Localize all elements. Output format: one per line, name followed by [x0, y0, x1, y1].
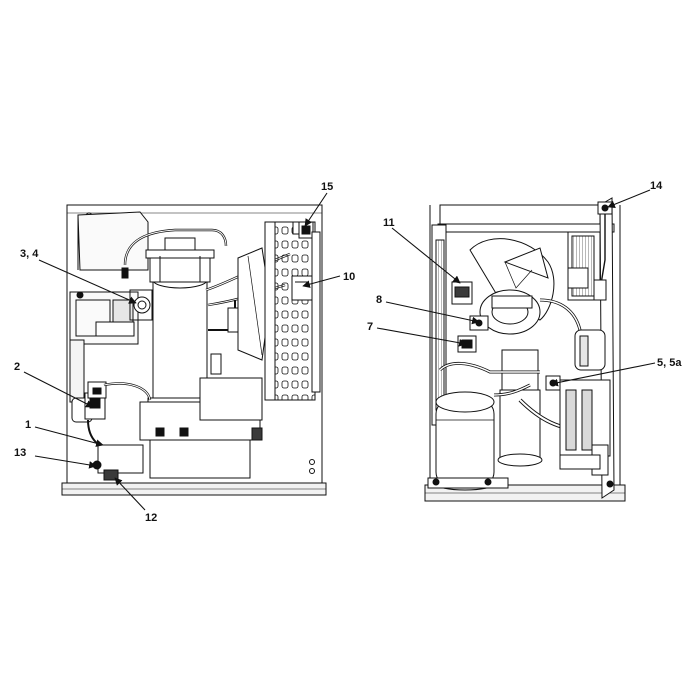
callout-11: 11: [383, 217, 395, 229]
callout-14: 14: [650, 180, 663, 192]
callout-7: 7: [367, 321, 373, 333]
leader-1: [34, 426, 104, 447]
callout-12: 12: [145, 512, 157, 524]
left-main-cylinder: [152, 279, 208, 401]
leader-11: [391, 227, 461, 284]
leader-14: [607, 189, 651, 208]
callout-1: 1: [25, 419, 31, 431]
leader-2: [23, 371, 94, 408]
callout-8: 8: [376, 294, 382, 306]
callout-leaders: [23, 189, 656, 511]
callout-3-4: 3, 4: [20, 248, 39, 260]
leader-12: [114, 477, 146, 511]
callout-13: 13: [14, 447, 26, 459]
leader-13: [34, 455, 97, 469]
leader-3-4: [38, 259, 137, 304]
callout-2: 2: [14, 361, 20, 373]
leader-7: [376, 327, 467, 347]
callout-10: 10: [343, 271, 355, 283]
left-unit-view: [61, 204, 327, 496]
callout-15: 15: [321, 181, 333, 193]
right-compressor: [435, 399, 495, 487]
right-unit-view: [424, 197, 626, 502]
callout-labels: 15 10 3, 4 2 1 13 12 14 11 8 7 5, 5a: [14, 180, 682, 524]
leader-8: [385, 301, 480, 325]
leader-10: [302, 275, 341, 288]
leader-5-5a: [550, 362, 656, 387]
callout-5-5a: 5, 5a: [657, 357, 682, 369]
leader-15: [304, 192, 328, 227]
